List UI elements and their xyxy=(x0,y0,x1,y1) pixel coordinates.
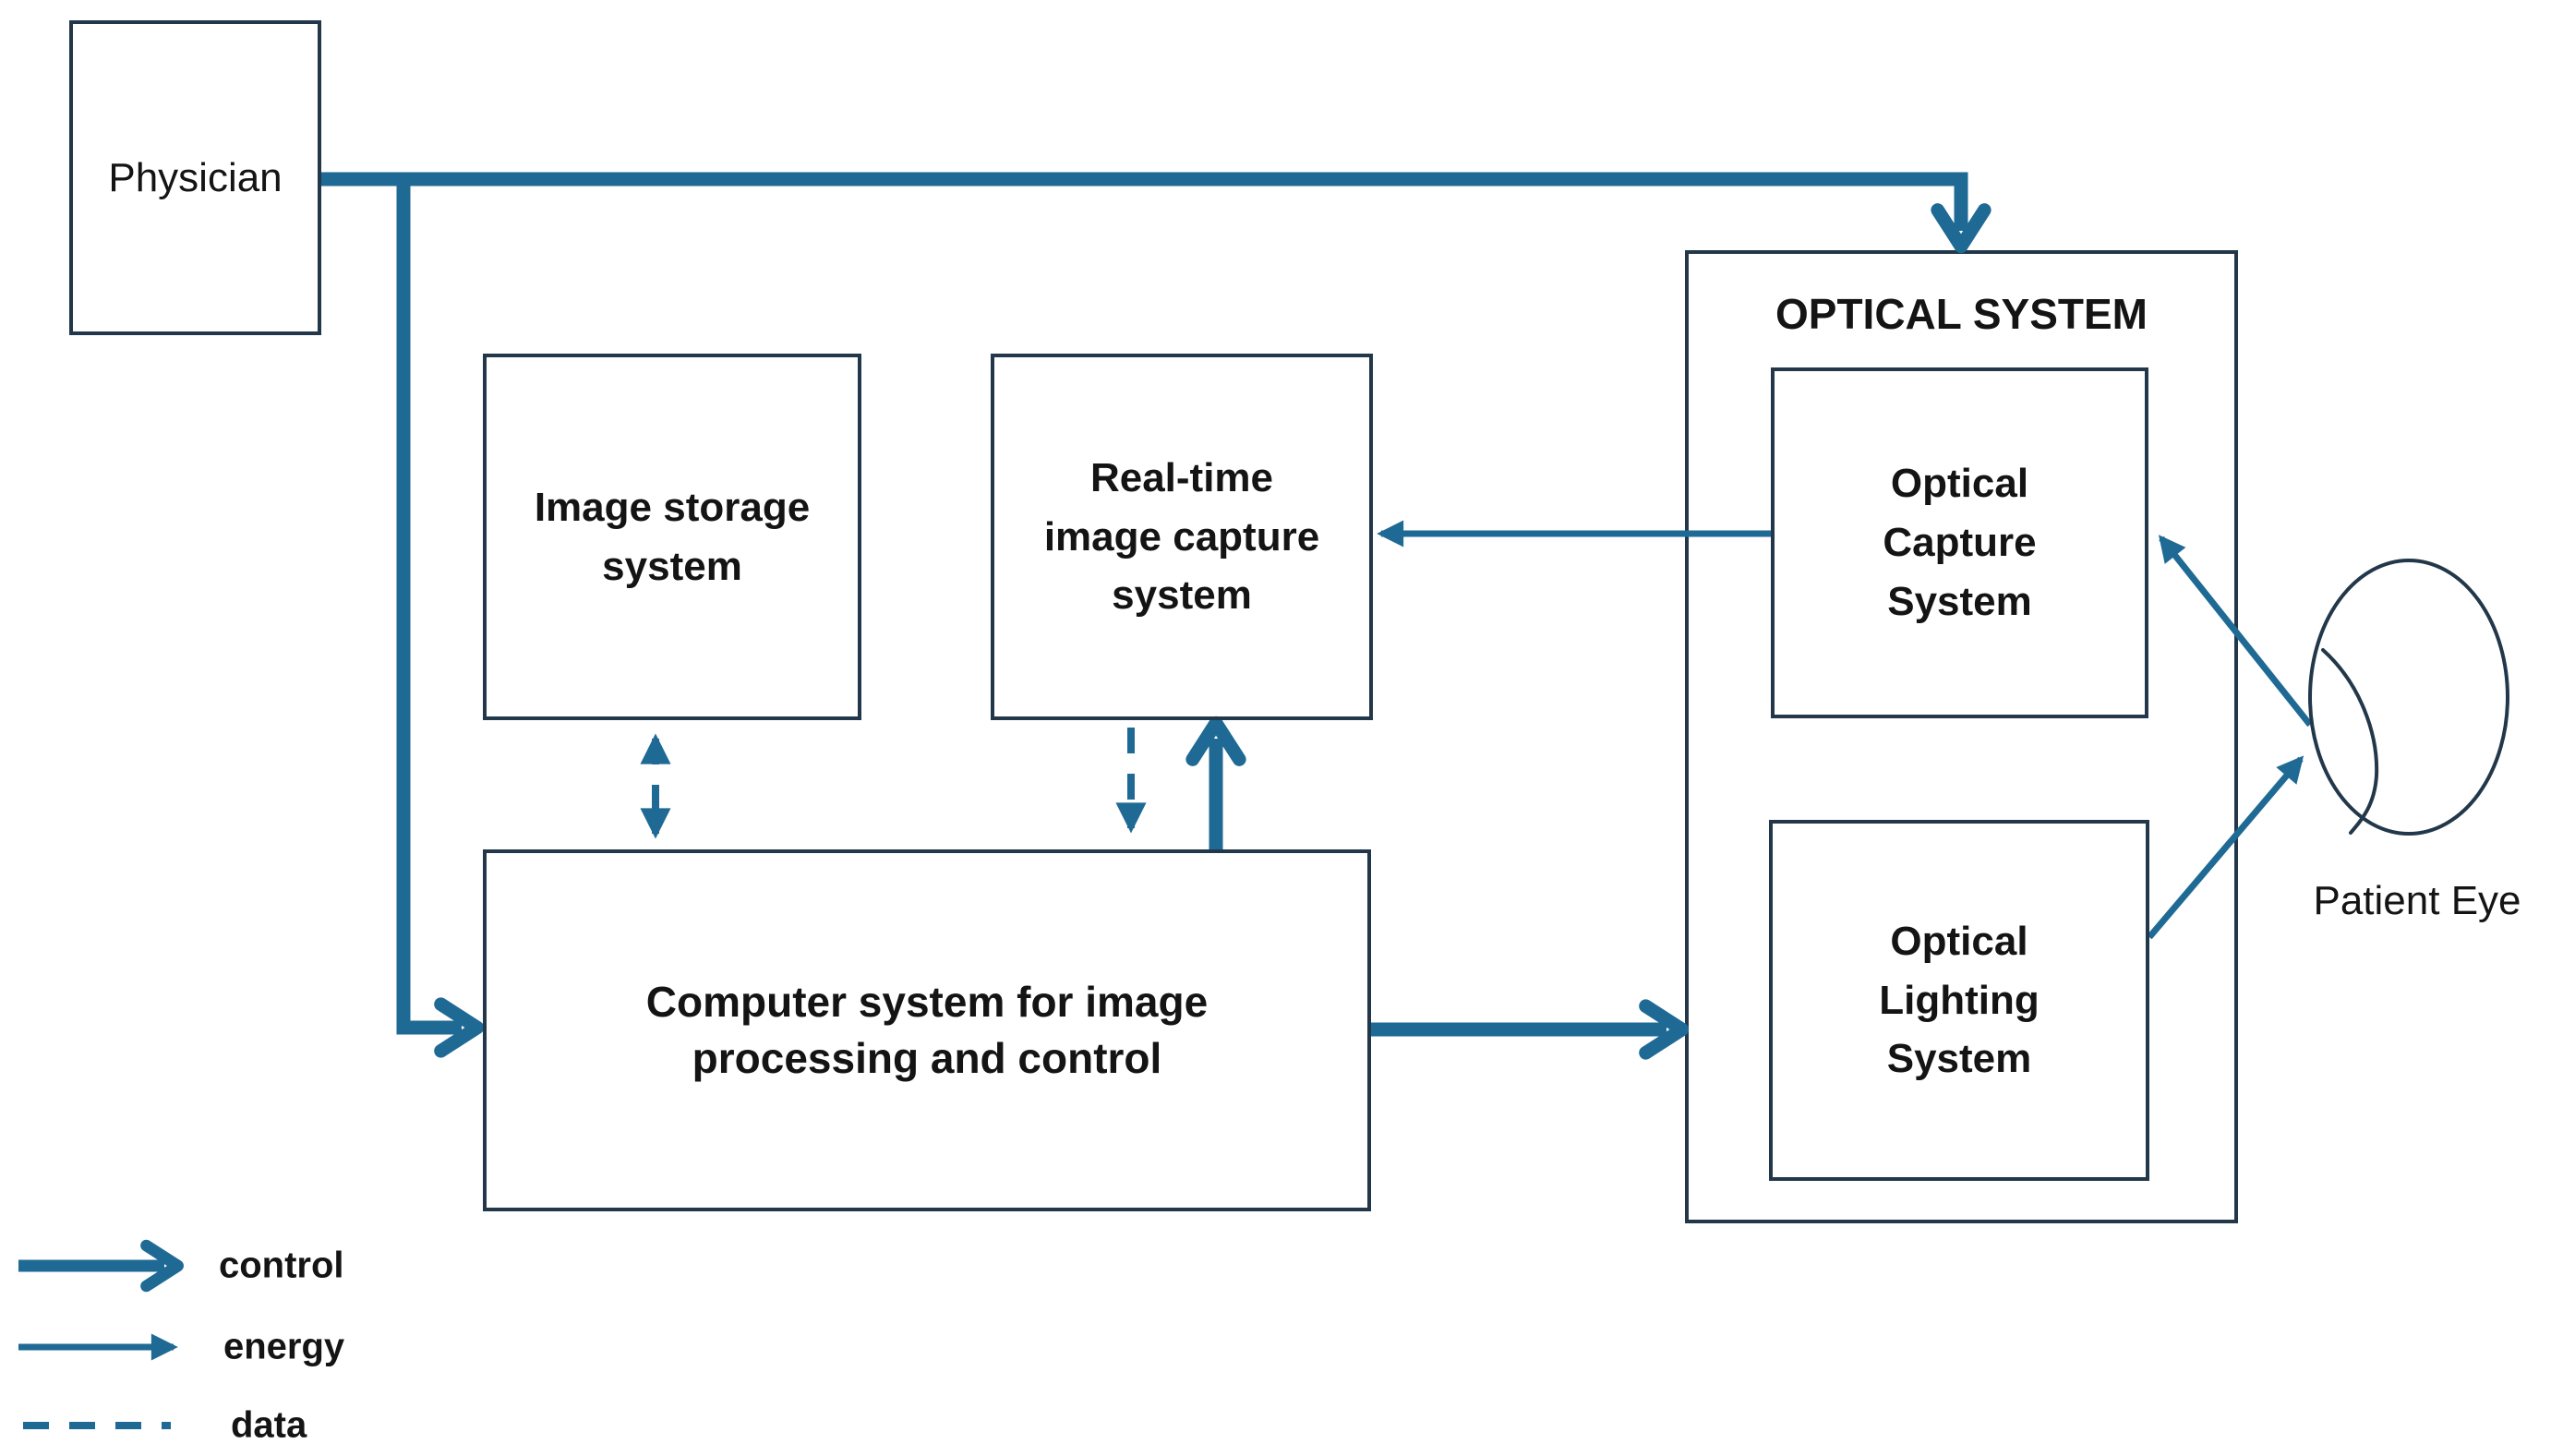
edge-eye-to-opticalcapture-energy xyxy=(2158,535,2313,728)
edge-physician-to-optical-control xyxy=(321,172,1991,254)
image-storage-label: Image storage system xyxy=(534,484,811,589)
computer-system-label: Computer system for image processing and… xyxy=(645,978,1209,1082)
realtime-capture-label: Real-time image capture system xyxy=(1043,454,1320,619)
legend-swatches xyxy=(18,1239,184,1429)
edge-lighting-to-eye-energy xyxy=(2147,755,2304,940)
optical-capture-box: Optical Capture System xyxy=(1771,367,2148,718)
optical-capture-label: Optical Capture System xyxy=(1883,461,2037,624)
optical-lighting-label: Optical Lighting System xyxy=(1879,918,2040,1082)
physician-box: Physician xyxy=(69,20,321,335)
optical-system-title: OPTICAL SYSTEM xyxy=(1775,290,2148,338)
patient-eye-icon xyxy=(2308,559,2509,836)
legend-energy-label: energy xyxy=(223,1326,345,1367)
legend-control-label: control xyxy=(219,1245,344,1286)
realtime-capture-box: Real-time image capture system xyxy=(991,354,1373,720)
legend-data-label: data xyxy=(231,1404,307,1446)
patient-eye-label: Patient Eye xyxy=(2313,878,2521,923)
optical-lighting-box: Optical Lighting System xyxy=(1769,820,2149,1181)
image-storage-box: Image storage system xyxy=(483,354,861,720)
computer-system-box: Computer system for image processing and… xyxy=(483,849,1371,1211)
physician-label: Physician xyxy=(108,154,283,200)
edge-physician-to-computer-control xyxy=(396,179,485,1058)
